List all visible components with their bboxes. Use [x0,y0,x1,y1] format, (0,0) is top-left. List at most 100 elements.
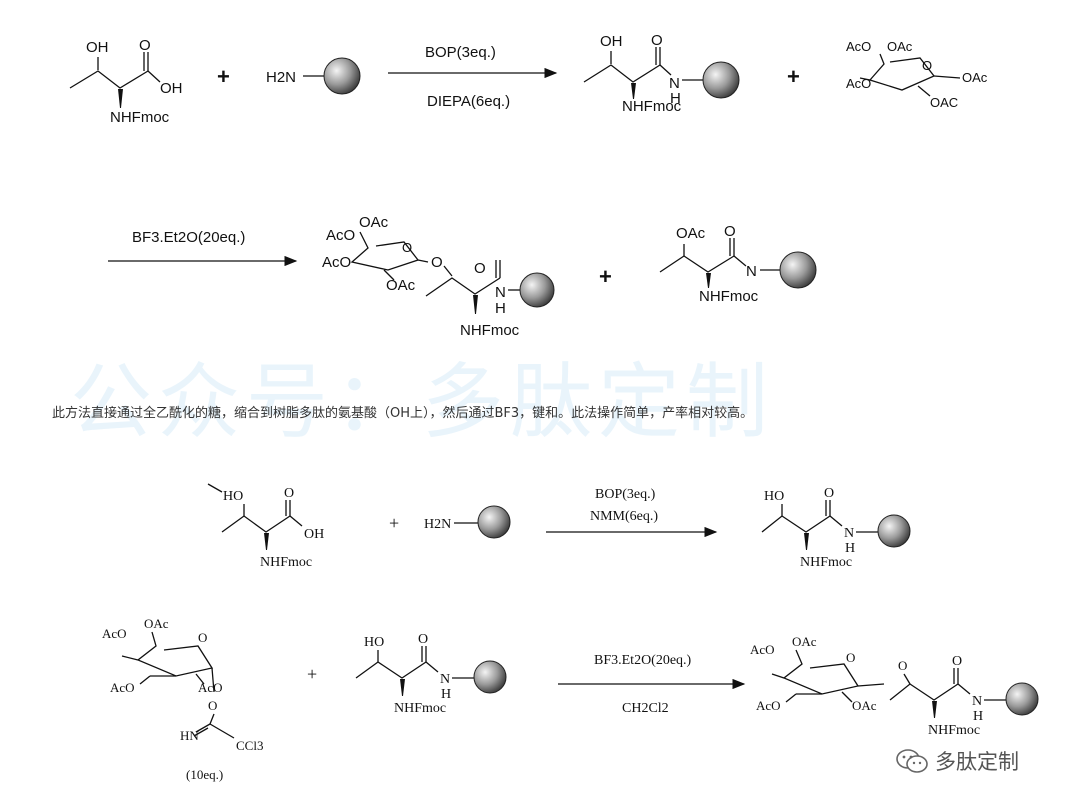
imine-label: HN [180,728,199,743]
carbonyl-o-label: O [724,223,736,240]
reagent-ch2cl2: CH2Cl2 [622,701,669,716]
acid-oh-label: OH [304,527,324,542]
glycosidic-o-label: O [431,254,443,271]
reaction-arrow-4: BF3.Et2O(20eq.) CH2Cl2 [558,653,746,716]
resin-bead [323,57,361,95]
carbonyl-o-label: O [284,486,294,501]
nhfmoc-label: NHFmoc [800,555,852,570]
anomeric-o-label: O [208,698,217,713]
acetate-label: OAc [386,277,416,294]
amide-n-label: N [669,75,680,92]
glycosylated-product: AcO OAc AcO OAc O O O N H NHFmoc [322,214,555,339]
scheme-3: HO O OH NHFmoc + H2N BOP(3eq.) NMM(6eq.)… [207,483,911,570]
ccl3-label: CCl3 [236,738,263,753]
wechat-icon [896,749,928,773]
resin-bead [877,514,911,548]
reagent-bop: BOP(3eq.) [425,44,496,61]
scheme-4: AcO OAc O AcO AcO O HN CCl3 (10eq.) + HO [102,616,1039,782]
resin-bead [477,505,511,539]
scheme-2: BF3.Et2O(20eq.) AcO OAc AcO OAc O O O N … [108,214,817,339]
fmoc-threonine: OH O OH NHFmoc [69,37,183,126]
amide-h-label: H [845,541,855,556]
acetate-label: OAc [962,70,988,85]
plus-sign: + [787,64,800,89]
account-logo: 多肽定制 [895,746,1019,776]
acetate-label: OAc [852,698,877,713]
plus-sign: + [599,264,612,289]
fmoc-thr-resin-product: OH O N H NHFmoc [583,32,740,115]
ring-o-label: O [846,650,855,665]
acid-oh-label: OH [160,80,183,97]
acetate-label: AcO [102,626,127,641]
reagent-bop: BOP(3eq.) [595,487,656,502]
carbonyl-o-label: O [418,632,428,647]
carbonyl-o-label: O [651,32,663,49]
method-description: 此方法直接通过全乙酰化的糖，缩合到树脂多肽的氨基酸（OH上），然后通过BF3，键… [52,406,754,421]
nhfmoc-label: NHFmoc [928,723,980,738]
scheme-1: OH O OH NHFmoc + H2N BOP(3eq.) DIEPA(6eq… [69,32,988,126]
carbonyl-o-label: O [139,37,151,54]
amide-n-label: N [440,672,450,687]
carbonyl-o-label: O [474,260,486,277]
carbonyl-o-label: O [952,654,962,669]
amine-resin: H2N [266,57,361,95]
reagent-nmm: NMM(6eq.) [590,509,658,524]
nhfmoc-label: NHFmoc [260,555,312,570]
carbonyl-o-label: O [824,486,834,501]
nhfmoc-label: NHFmoc [394,701,446,716]
amide-n-label: N [746,263,757,280]
amide-n-label: N [844,526,854,541]
trichloroacetimidate-donor: AcO OAc O AcO AcO O HN CCl3 (10eq.) [102,616,263,782]
acetate-label: AcO [198,680,223,695]
reagent-bf3: BF3.Et2O(20eq.) [594,653,692,668]
watermark: 公众号：多肽定制 [70,355,775,450]
reagent-diepa: DIEPA(6eq.) [427,93,510,110]
acetate-label: AcO [756,698,781,713]
acetate-label: OAc [144,616,169,631]
ring-o-label: O [402,240,412,255]
amide-h-label: H [670,90,681,107]
acetate-label: AcO [322,254,351,271]
acetate-label: OAc [359,214,389,231]
acetylated-byproduct: OAc O N NHFmoc [659,223,817,305]
resin-bead [779,251,817,289]
fmoc-threonine: HO O OH NHFmoc [207,483,324,570]
nhfmoc-label: NHFmoc [110,109,170,126]
plus-sign: + [217,64,230,89]
hydroxyl-label: HO [364,635,384,650]
acetate-label: AcO [846,76,871,91]
reaction-arrow-3: BOP(3eq.) NMM(6eq.) [546,487,718,538]
plus-sign: + [389,513,399,533]
fmoc-thr-resin: HO O N H NHFmoc [355,632,507,716]
ring-o-label: O [198,630,207,645]
reaction-arrow-1: BOP(3eq.) DIEPA(6eq.) [388,44,558,110]
nhfmoc-label: NHFmoc [622,98,682,115]
h2n-label: H2N [424,517,451,532]
resin-bead [1005,682,1039,716]
acetate-label: OAc [676,225,706,242]
plus-sign: + [307,664,317,684]
amide-h-label: H [441,687,451,702]
acetate-label: OAC [930,95,958,110]
h2n-label: H2N [266,69,296,86]
acetate-label: AcO [750,642,775,657]
fmoc-thr-resin-product: HO O N H NHFmoc [761,486,911,570]
hydroxyl-label: HO [223,489,243,504]
hydroxyl-label: OH [86,39,109,56]
amide-h-label: H [495,300,506,317]
acetate-label: OAc [792,634,817,649]
resin-bead [702,61,740,99]
equivalents-label: (10eq.) [186,767,223,782]
nhfmoc-label: NHFmoc [699,288,759,305]
resin-bead [473,660,507,694]
hydroxyl-label: OH [600,33,623,50]
glycosylated-thr-product: AcO OAc O AcO OAc O O N H NHFmoc [750,634,1039,738]
amide-h-label: H [973,709,983,724]
acetate-label: AcO [326,227,355,244]
reaction-arrow-2: BF3.Et2O(20eq.) [108,229,298,267]
logo-text: 多肽定制 [935,750,1019,774]
amide-n-label: N [972,694,982,709]
amide-n-label: N [495,284,506,301]
acetate-label: OAc [887,39,913,54]
